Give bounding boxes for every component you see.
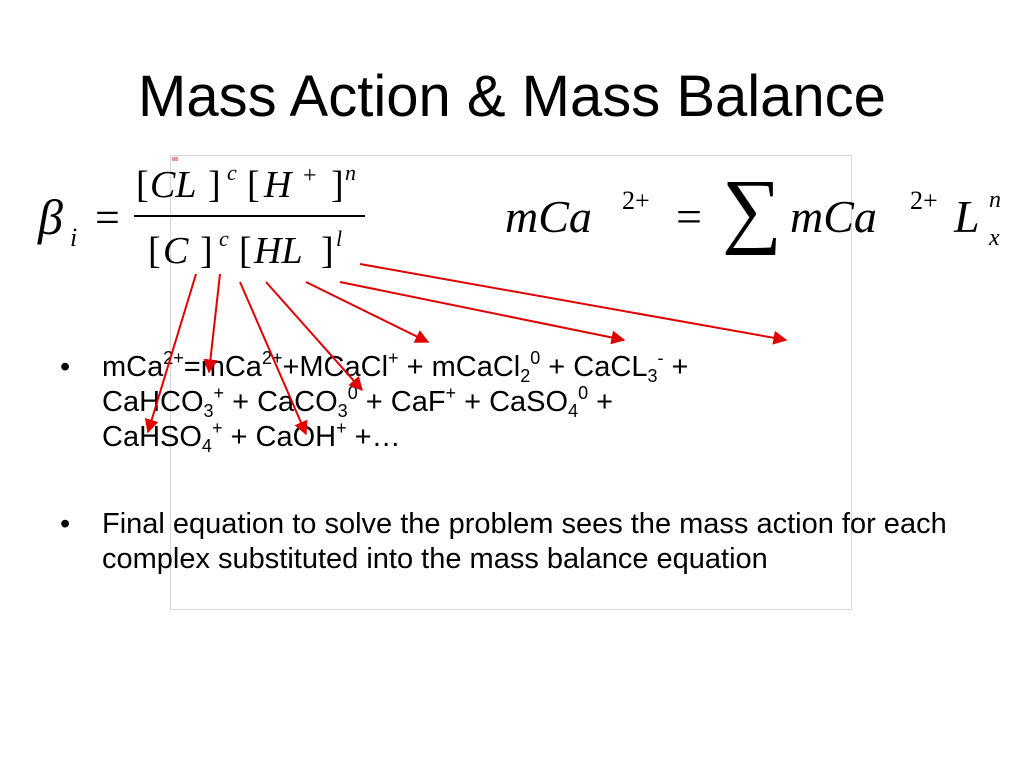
slide-title: Mass Action & Mass Balance xyxy=(138,64,886,129)
fraction-bar xyxy=(134,215,365,217)
num-species-cl: CL xyxy=(150,164,197,206)
num-exponent-c: c xyxy=(227,160,237,185)
bullet-list: • mCa2+=mCa2++MCaCl+ + mCaCl20 + CaCL3- … xyxy=(60,348,960,577)
ligand-l: L xyxy=(954,191,980,242)
den-bracket-open-2: [ xyxy=(239,230,252,272)
num-exponent-n: n xyxy=(345,160,356,185)
species-line-2: CaHCO3+ + CaCO30 + CaF+ + CaSO40 + xyxy=(102,383,614,421)
den-bracket-close-2: ] xyxy=(321,230,334,272)
bullet-text: Final equation to solve the problem sees… xyxy=(102,508,947,575)
num-bracket-open-2: [ xyxy=(247,164,260,206)
den-exponent-l: l xyxy=(336,226,343,251)
species-line-1: mCa2+=mCa2++MCaCl+ + mCaCl20 + CaCL3- + xyxy=(102,348,689,386)
num-species-h: H xyxy=(264,164,292,206)
equals-sign: = xyxy=(95,193,120,242)
rhs-charge: 2+ xyxy=(910,186,938,215)
bullet-item-species: • mCa2+=mCa2++MCaCl+ + mCaCl20 + CaCL3- … xyxy=(60,348,960,456)
den-species-c: C xyxy=(163,230,189,272)
num-bracket-close-2: ] xyxy=(331,164,344,206)
summation-symbol: ∑ xyxy=(722,163,782,256)
ligand-subscript-x: x xyxy=(989,225,1000,251)
rhs-mca: mCa xyxy=(790,191,877,242)
lhs-mca: mCa xyxy=(505,191,592,242)
bullet-marker: • xyxy=(60,508,71,540)
den-exponent-c: c xyxy=(219,226,229,251)
num-plus-charge: + xyxy=(303,163,317,189)
mass-balance-equals: = xyxy=(676,191,702,242)
den-species-hl: HL xyxy=(254,230,303,272)
embedded-object-icon xyxy=(172,157,178,161)
bullet-marker: • xyxy=(60,351,71,383)
beta-symbol: β xyxy=(38,189,63,245)
den-bracket-open-1: [ xyxy=(148,230,161,272)
species-line-3: CaHSO4+ + CaOH+ +… xyxy=(102,418,401,456)
bullet-item-final-equation: • Final equation to solve the problem se… xyxy=(60,507,960,577)
num-bracket-close-1: ] xyxy=(208,164,221,206)
beta-subscript: i xyxy=(70,223,78,252)
ligand-superscript-n: n xyxy=(989,187,1001,213)
den-bracket-close-1: ] xyxy=(200,230,213,272)
lhs-charge: 2+ xyxy=(622,186,650,215)
num-bracket-open-1: [ xyxy=(136,164,149,206)
